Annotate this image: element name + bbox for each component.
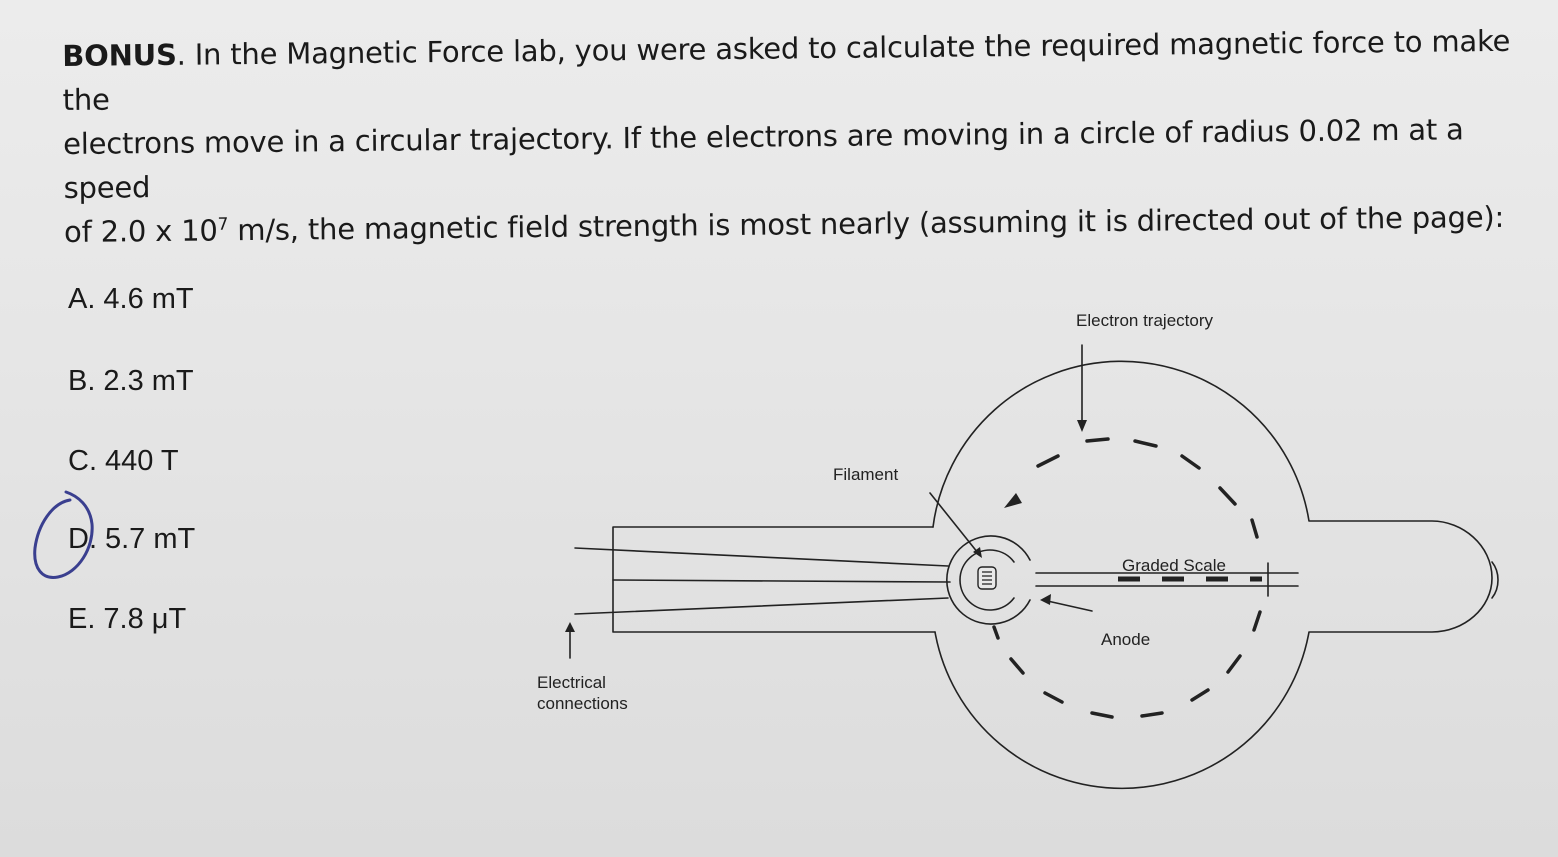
tube-outline [932,360,1493,790]
tube-end-cap [1491,561,1499,599]
trajectory-direction-arrowhead [1004,493,1022,508]
trajectory-arrowhead [1077,420,1087,432]
anode-arrowhead [1040,594,1051,605]
choice-c[interactable]: C.440 T [68,445,179,477]
anode-ring-inner [959,549,1015,611]
choice-e[interactable]: E.7.8 μT [68,603,187,635]
electrical-arrowhead [565,622,575,632]
filament-coil [977,566,997,590]
selected-answer-circle [33,490,94,579]
electron-trajectory-path [992,437,1262,719]
filament-label: Filament [833,465,899,484]
filament-pointer [929,492,979,554]
choice-a[interactable]: A.4.6 mT [68,283,194,315]
electrical-wires [574,547,951,615]
anode-label: Anode [1101,630,1151,649]
graded-scale-label: Graded Scale [1122,556,1226,575]
anode-ring [946,535,1031,625]
filament-arrowhead [973,547,982,558]
electrical-connections-label: Electrical connections [537,673,628,713]
anode-pointer [1042,599,1093,612]
choice-b[interactable]: B.2.3 mT [68,365,194,397]
graded-scale-bar [1035,572,1299,587]
electron-trajectory-label: Electron trajectory [1076,311,1213,330]
